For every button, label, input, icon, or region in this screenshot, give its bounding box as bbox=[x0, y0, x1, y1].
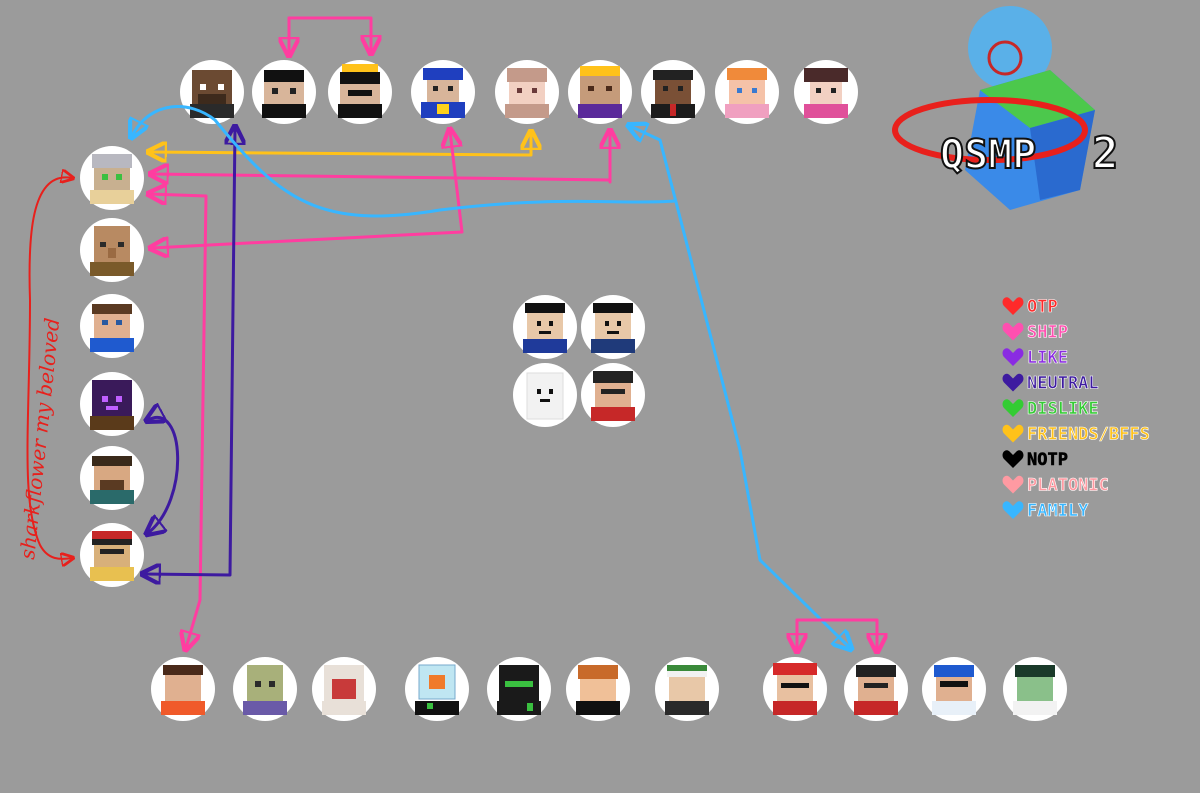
legend-label: FAMILY bbox=[1027, 501, 1089, 521]
avatar bbox=[80, 146, 144, 210]
avatar bbox=[411, 60, 475, 124]
avatar bbox=[844, 657, 908, 721]
avatar bbox=[151, 657, 215, 721]
neutral-arrow bbox=[148, 417, 180, 533]
logo-number: 2 bbox=[1092, 128, 1119, 179]
legend-item: NEUTRAL bbox=[1002, 373, 1099, 394]
neutral-arrow bbox=[144, 128, 235, 575]
friends-arrow bbox=[150, 133, 531, 155]
avatar bbox=[80, 446, 144, 510]
avatar bbox=[513, 363, 577, 427]
avatar bbox=[922, 657, 986, 721]
legend-item: FAMILY bbox=[1002, 501, 1089, 521]
legend-item: NOTP bbox=[1002, 450, 1068, 470]
logo-sky bbox=[968, 6, 1052, 90]
otp-arrow bbox=[26, 177, 73, 559]
avatar bbox=[566, 657, 630, 721]
avatar bbox=[655, 657, 719, 721]
legend-label: OTP bbox=[1027, 297, 1058, 317]
legend-label: FRIENDS/BFFS bbox=[1027, 425, 1150, 445]
avatar bbox=[513, 295, 577, 359]
avatar bbox=[495, 60, 559, 124]
avatar bbox=[405, 657, 469, 721]
avatar bbox=[80, 372, 144, 436]
heart-icon bbox=[1002, 297, 1024, 315]
heart-icon bbox=[1002, 501, 1024, 519]
avatar bbox=[568, 60, 632, 124]
ship-arrow bbox=[152, 174, 612, 180]
heart-icon bbox=[1002, 475, 1024, 494]
legend-item: SHIP bbox=[1002, 322, 1068, 343]
legend-label: NOTP bbox=[1027, 450, 1068, 470]
avatar bbox=[763, 657, 827, 721]
family-arrow bbox=[630, 126, 850, 648]
legend-item: OTP bbox=[1002, 297, 1058, 317]
avatar bbox=[80, 294, 144, 358]
legend-item: LIKE bbox=[1002, 348, 1068, 368]
legend-item: FRIENDS/BFFS bbox=[1002, 424, 1150, 445]
heart-icon bbox=[1002, 373, 1024, 392]
avatar bbox=[180, 60, 244, 124]
avatar bbox=[80, 218, 144, 282]
legend-label: LIKE bbox=[1027, 348, 1068, 368]
avatar bbox=[581, 363, 645, 427]
heart-icon bbox=[1002, 450, 1024, 468]
avatar bbox=[581, 295, 645, 359]
relationship-arrows bbox=[26, 16, 878, 650]
heart-icon bbox=[1002, 399, 1024, 417]
avatar bbox=[487, 657, 551, 721]
avatar bbox=[1003, 657, 1067, 721]
avatar bbox=[641, 60, 705, 124]
legend-label: PLATONIC bbox=[1027, 476, 1109, 496]
logo-ring bbox=[892, 97, 1088, 163]
heart-icon bbox=[1002, 424, 1024, 443]
family-arrow bbox=[132, 105, 677, 218]
avatar bbox=[312, 657, 376, 721]
avatar bbox=[794, 60, 858, 124]
ship-arrow bbox=[797, 618, 877, 650]
avatar bbox=[252, 60, 316, 124]
legend-item: PLATONIC bbox=[1002, 475, 1109, 496]
qsmp-logo: QSMP 2 bbox=[892, 6, 1120, 210]
logo-title: QSMP bbox=[940, 132, 1036, 178]
legend-item: DISLIKE bbox=[1002, 399, 1099, 419]
ship-arrow bbox=[152, 131, 464, 248]
avatar bbox=[233, 657, 297, 721]
avatar bbox=[80, 523, 144, 587]
avatars bbox=[80, 60, 1067, 721]
avatar bbox=[715, 60, 779, 124]
avatar bbox=[328, 60, 392, 124]
legend-label: SHIP bbox=[1027, 323, 1068, 343]
heart-icon bbox=[1002, 322, 1024, 341]
legend-label: NEUTRAL bbox=[1027, 374, 1099, 394]
ferris-wheel-icon bbox=[987, 40, 1023, 76]
side-note: sharkflower my beloved bbox=[15, 317, 64, 561]
legend: OTP SHIP LIKE NEUTRAL DISLIKE FRIENDS/BFFS NOT… bbox=[1002, 297, 1150, 521]
legend-label: DISLIKE bbox=[1027, 399, 1099, 419]
ship-arrow bbox=[150, 194, 208, 648]
heart-icon bbox=[1002, 348, 1024, 366]
ship-arrow bbox=[287, 16, 371, 52]
